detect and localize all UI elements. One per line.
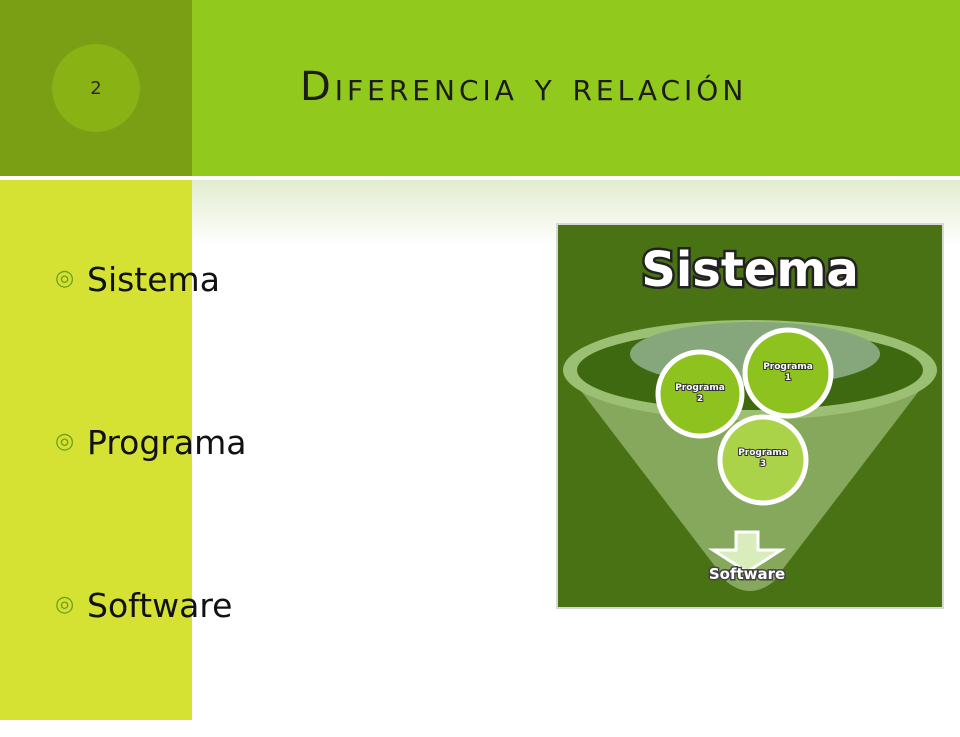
- side-band: [0, 176, 192, 720]
- bullet-list: ◎ Sistema ◎ Programa ◎ Software: [55, 248, 246, 737]
- target-bullet-icon: ◎: [55, 592, 75, 617]
- program-circle-3: [717, 414, 809, 506]
- slide-number: 2: [52, 44, 140, 132]
- program-circle-2: [655, 349, 745, 439]
- slide-title: Diferencia y relación: [300, 64, 748, 110]
- header-bar: [192, 0, 960, 176]
- bullet-label: Sistema: [87, 259, 220, 299]
- down-arrow-icon: [707, 530, 787, 574]
- program-circle-1: [742, 327, 834, 419]
- target-bullet-icon: ◎: [55, 429, 75, 454]
- bullet-item: ◎ Software: [55, 574, 246, 636]
- target-bullet-icon: ◎: [55, 266, 75, 291]
- output-label: Software: [709, 565, 785, 583]
- bullet-item: ◎ Sistema: [55, 248, 246, 310]
- bullet-label: Software: [87, 585, 233, 625]
- diagram-title: Sistema: [641, 242, 859, 298]
- bullet-label: Programa: [87, 422, 247, 462]
- bullet-item: ◎ Programa: [55, 411, 246, 473]
- header-divider: [0, 176, 960, 180]
